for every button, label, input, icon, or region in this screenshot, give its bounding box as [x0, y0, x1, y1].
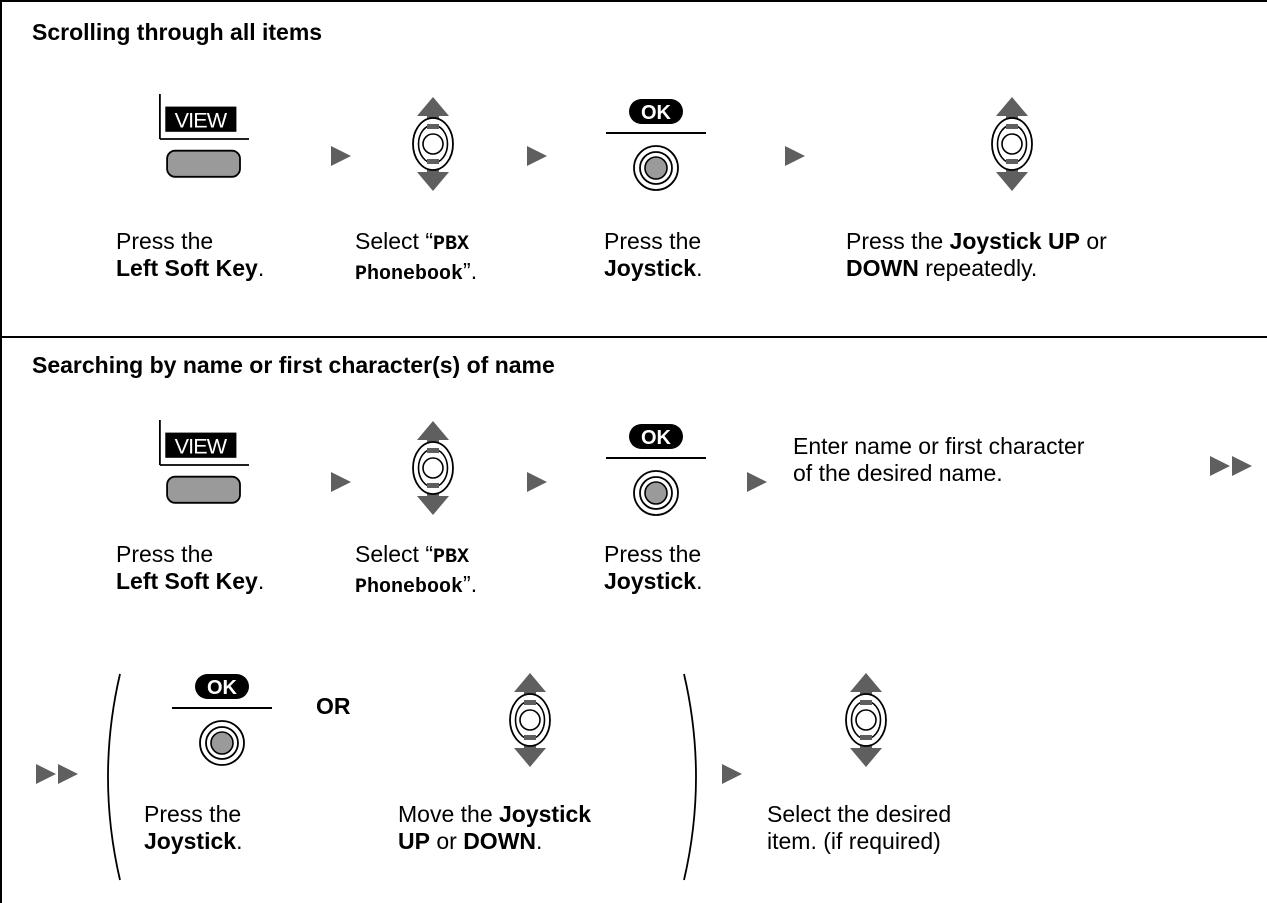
step-caption: Press the Joystick UP or DOWN repeatedly… — [846, 228, 1107, 281]
joystick-updown-icon — [836, 672, 896, 768]
step-caption: Select “PBX Phonebook”. — [355, 228, 478, 286]
joystick-ok-icon — [172, 672, 272, 772]
step-caption: Select the desired item. (if required) — [767, 801, 952, 854]
step-caption: Select “PBX Phonebook”. — [355, 541, 478, 599]
section-divider — [0, 336, 1267, 338]
section2-heading: Searching by name or first character(s) … — [32, 352, 555, 378]
or-label: OR — [316, 693, 351, 719]
arrow-icon — [722, 764, 742, 784]
joystick-ok-icon — [606, 422, 706, 522]
arrow-icon — [785, 146, 805, 166]
joystick-updown-icon — [403, 96, 463, 192]
step-caption: Press the Joystick. — [144, 801, 243, 854]
joystick-updown-icon — [982, 96, 1042, 192]
step-caption: Press the Joystick. — [604, 541, 703, 594]
joystick-updown-icon — [500, 672, 560, 768]
view-soft-key-icon — [159, 94, 249, 184]
step-caption: Press the Left Soft Key. — [116, 228, 265, 281]
arrow-icon — [331, 146, 351, 166]
step-caption: Press the Left Soft Key. — [116, 541, 265, 594]
joystick-ok-icon — [606, 97, 706, 197]
left-parenthesis — [107, 673, 121, 881]
joystick-updown-icon — [403, 420, 463, 516]
arrow-icon — [331, 472, 351, 492]
arrow-icon — [527, 146, 547, 166]
double-arrow-icon — [36, 764, 80, 784]
arrow-icon — [527, 472, 547, 492]
view-soft-key-icon — [159, 420, 249, 510]
step-caption: Move the Joystick UP or DOWN. — [398, 801, 592, 854]
double-arrow-icon — [1210, 456, 1254, 476]
right-parenthesis — [683, 673, 697, 881]
step-caption: Press the Joystick. — [604, 228, 703, 281]
arrow-icon — [747, 472, 767, 492]
section1-heading: Scrolling through all items — [32, 19, 323, 45]
enter-name-text: Enter name or first character of the des… — [793, 433, 1085, 486]
